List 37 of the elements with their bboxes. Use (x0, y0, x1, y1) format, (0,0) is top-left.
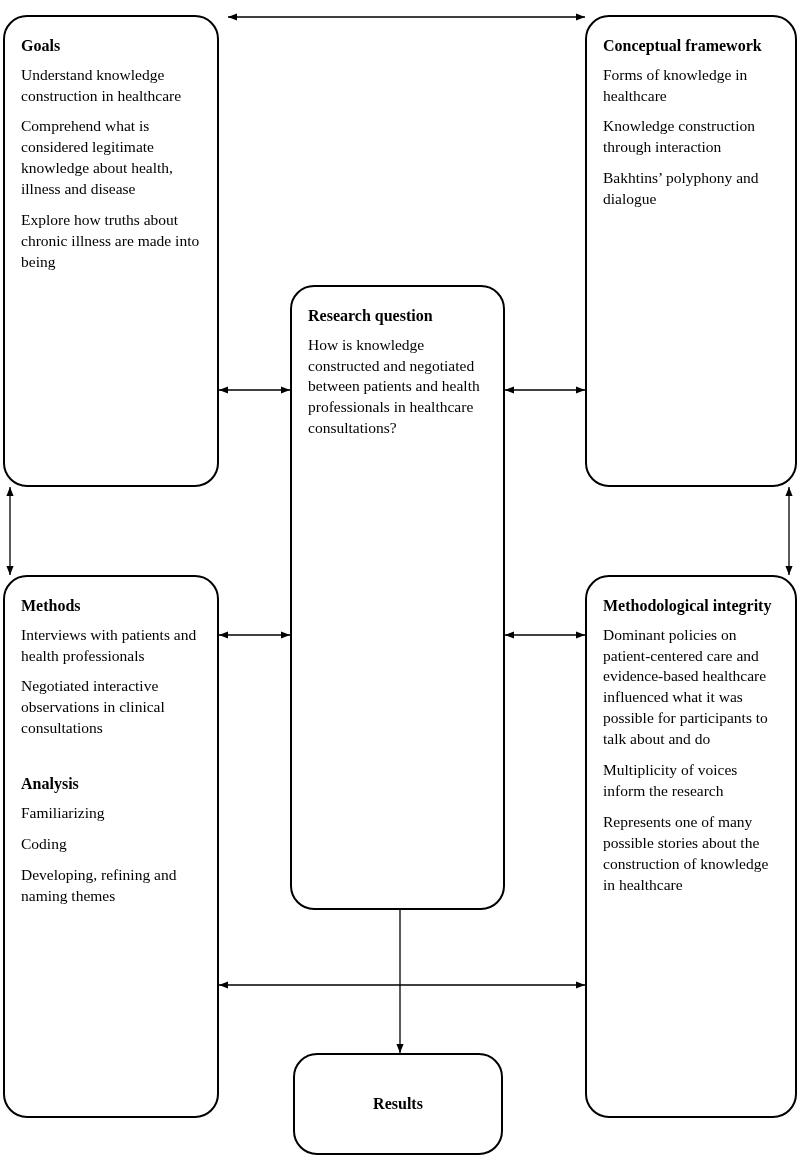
body-text: Developing, refining and naming themes (21, 864, 178, 906)
heading: Goals (21, 36, 62, 56)
body-text: Forms of knowledge in healthcare (603, 64, 749, 106)
body-text: How is knowledge constructed and negotiated between patients and health professionals in healthcare consultations? (308, 334, 481, 439)
arrow (785, 486, 793, 576)
body-text: Negotiated interactive observations in clinical consultations (21, 676, 166, 739)
arrow (227, 13, 586, 21)
body-text: Knowledge construction through interaction (603, 116, 756, 158)
heading: Conceptual framework (603, 36, 763, 57)
arrow (396, 909, 404, 1054)
heading: Analysis (21, 774, 80, 795)
body-text: Dominant policies on patient-centered care and evidence-based healthcare influenced what it was possible for participants to talk about and do (603, 624, 769, 750)
body-text: Interviews with patients and health professionals (21, 624, 198, 666)
heading: Results (373, 1094, 423, 1115)
goals-box (3, 15, 219, 487)
heading: Research question (308, 306, 434, 327)
heading: Methodological integrity (603, 596, 773, 617)
framework-box (585, 15, 797, 487)
body-text: Multiplicity of voices inform the research (603, 760, 739, 802)
body-text: Coding (21, 833, 68, 854)
integrity-box (585, 575, 797, 1118)
results-box (293, 1053, 503, 1155)
question-box (290, 285, 505, 910)
arrow (6, 486, 14, 576)
arrow (504, 386, 586, 394)
heading: Methods (21, 596, 82, 616)
arrow (218, 386, 291, 394)
body-text: Represents one of many possible stories about the construction of knowledge in healthcare (603, 811, 770, 895)
body-text: Familiarizing (21, 802, 106, 823)
body-text: Understand knowledge construction in healthcare (21, 64, 183, 106)
body-text: Comprehend what is considered legitimate knowledge about health, illness and disease (21, 116, 174, 200)
methods-box (3, 575, 219, 1118)
arrow (504, 631, 586, 639)
arrow (218, 631, 291, 639)
arrow (218, 981, 586, 989)
body-text: Explore how truths about chronic illness are made into being (21, 210, 201, 272)
body-text: Bakhtins’ polyphony and dialogue (603, 168, 760, 210)
